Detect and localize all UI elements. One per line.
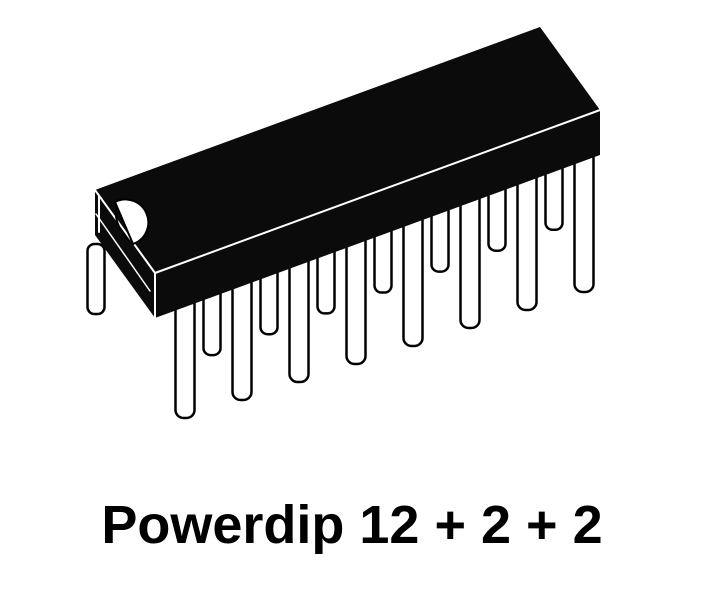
pin xyxy=(86,242,106,316)
body-edge-highlights xyxy=(94,109,601,319)
figure-caption: Powerdip 12 + 2 + 2 xyxy=(101,495,603,555)
left-end-step-line xyxy=(95,213,151,292)
front-pin-row xyxy=(174,139,595,420)
left-top-edge xyxy=(94,189,156,274)
pin1-index-notch xyxy=(113,198,150,246)
package-body xyxy=(95,27,600,318)
pin1-index-notch-inner-shadow xyxy=(114,205,131,243)
front-top-edge xyxy=(154,109,601,274)
pin xyxy=(573,139,595,294)
